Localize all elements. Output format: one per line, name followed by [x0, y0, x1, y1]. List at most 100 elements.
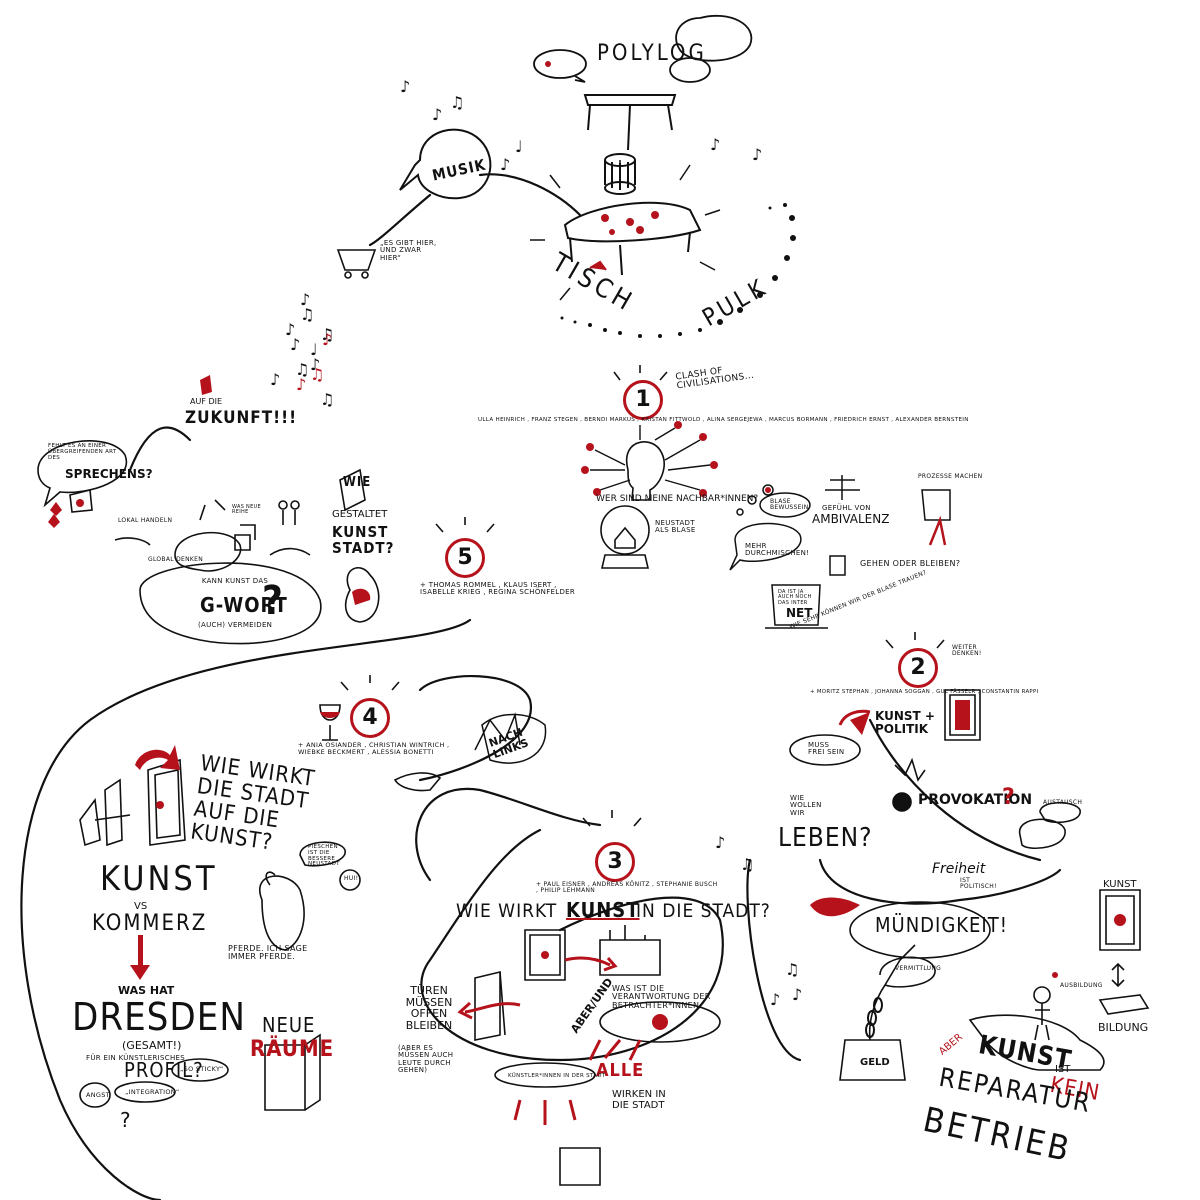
section2-ist: IST	[1055, 1064, 1071, 1075]
section1-gefuehl: GEFÜHL VON	[822, 504, 871, 512]
svg-text:♪: ♪	[792, 985, 802, 1004]
section1-prozess: PROZESSE MACHEN	[918, 473, 983, 480]
section1-internet-bottom: NET	[786, 606, 813, 620]
curve-left-big	[20, 618, 472, 1200]
table-drawing	[563, 94, 702, 276]
section5-g-wort: G-WORT	[200, 593, 288, 617]
snowglobe-drawing	[600, 505, 650, 569]
section1-internet-top: DA IST JA AUCH NOCH DAS INTER	[778, 589, 812, 606]
curve-musik-to-cart	[368, 193, 432, 247]
section4-raeume: RÄUME	[250, 1037, 335, 1062]
section5-drawings	[37, 440, 380, 645]
section4-profil: PROFIL?	[124, 1058, 204, 1082]
section1-participants: ULLA HEINRICH , FRANZ STEGEN , BERNDI MA…	[478, 417, 969, 423]
section2-wie-wollen: WIE WOLLEN WIR	[790, 794, 822, 817]
section2-muendigkeit: MÜNDIGKEIT!	[875, 913, 1008, 937]
section3-alle: ALLE	[596, 1060, 645, 1081]
section2-drawings	[789, 689, 1150, 1081]
section5-participants: + THOMAS ROMMEL , KLAUS ISERT , ISABELLE…	[420, 581, 576, 597]
section5-question-mark: ?	[262, 578, 284, 624]
section2-geld: GELD	[860, 1057, 890, 1068]
svg-text:♩: ♩	[310, 340, 318, 359]
section4-gesamt: (GESAMT!)	[122, 1039, 182, 1052]
section2-red	[810, 700, 1126, 978]
section4-was-hat: WAS HAT	[118, 984, 175, 997]
section3-tueren: TÜREN MÜSSEN OFFEN BLEIBEN	[405, 984, 453, 1032]
curve-center-left	[415, 787, 602, 882]
section4-red	[130, 712, 549, 980]
curve-center	[420, 828, 724, 1062]
section5-wie: WIE	[343, 475, 372, 490]
section5-lokal: LOKAL HANDELN	[118, 517, 173, 524]
section2-freiheit: Freiheit	[932, 861, 986, 877]
section3-title-c: IN DIE STADT?	[636, 900, 771, 922]
svg-text:♫: ♫	[740, 855, 754, 874]
section2-vermittlung: VERMITTLUNG	[895, 965, 942, 972]
section1-blase: BLASE BEWUSSEIN	[770, 498, 809, 512]
svg-text:♪: ♪	[290, 335, 300, 354]
section4-pferde: PFERDE. ICH SAGE IMMER PFERDE.	[228, 944, 308, 962]
section5-red	[48, 375, 371, 605]
svg-text:♪: ♪	[432, 105, 442, 124]
curve-4-right	[418, 675, 533, 782]
section5-number: 5	[445, 538, 485, 578]
head-drawing	[625, 441, 665, 501]
section2-ausbildung: AUSBILDUNG	[1060, 982, 1103, 989]
svg-text:♪: ♪	[310, 355, 320, 374]
section4-pieschen: PIESCHEN IST DIE BESSERE NEUSTADT	[308, 844, 340, 868]
svg-text:♪: ♪	[715, 833, 725, 852]
section4-so-sticky: „SO STICKY“	[180, 1065, 224, 1073]
section5-zukunft-a: AUF DIE	[190, 397, 223, 406]
svg-text:♫: ♫	[300, 305, 314, 324]
section2-provokation-q: ?	[1002, 785, 1015, 810]
musik-bubble-shape	[399, 128, 492, 200]
svg-text:♪: ♪	[300, 290, 310, 309]
section5-neue-reihe: WAS NEUE REIHE	[232, 504, 261, 516]
section1-gehen: GEHEN ODER BLEIBEN?	[860, 559, 961, 568]
number-rays	[340, 365, 945, 827]
svg-text:♪: ♪	[322, 330, 332, 349]
section5-vermeiden: (AUCH) VERMEIDEN	[198, 621, 273, 629]
section5-gestaltet: GESTALTET	[332, 509, 388, 520]
section4-number: 4	[350, 698, 390, 738]
svg-text:♫: ♫	[785, 960, 799, 979]
section4-vs: VS	[134, 901, 148, 912]
section2-frei: MUSS FREI SEIN	[808, 741, 845, 757]
section2-weiter: WEITER DENKEN!	[952, 644, 982, 658]
svg-text:♪: ♪	[296, 375, 306, 394]
bubbles-ambivalenz	[729, 475, 951, 629]
section5-kunst-stadt: KUNST STADT?	[332, 523, 395, 557]
section1-mehr: MEHR DURCHMISCHEN!	[745, 542, 810, 558]
section4-kommerz: KOMMERZ	[92, 911, 208, 936]
cart-drawing	[336, 249, 377, 279]
section1-neustadt: NEUSTADT ALS BLASE	[655, 519, 696, 535]
table-items	[601, 211, 659, 235]
section1-number: 1	[623, 380, 663, 420]
svg-text:♪: ♪	[770, 990, 780, 1009]
section2-kunst: KUNST	[1103, 879, 1137, 890]
svg-text:♫: ♫	[320, 390, 334, 409]
section3-wirken: WIRKEN IN DIE STADT	[612, 1089, 666, 1111]
section3-kuenstler: KÜNSTLER*INNEN IN DER STADT	[508, 1073, 606, 1079]
section4-neue: NEUE	[262, 1013, 316, 1037]
curve-zukunft	[128, 426, 192, 472]
svg-text:♪: ♪	[400, 77, 410, 96]
section2-number: 2	[898, 648, 938, 688]
section5-sprechens: SPRECHENS?	[65, 467, 153, 481]
svg-text:♫: ♫	[450, 93, 464, 112]
section4-question-mark: ?	[120, 1108, 131, 1132]
curve-2-right	[868, 718, 1042, 862]
section4-hui: HUI!	[344, 875, 359, 882]
section4-kunst: KUNST	[100, 859, 218, 899]
cart-quote: „ES GIBT HIER, UND ZWAR HIER“	[380, 239, 437, 262]
section2-bildung: BILDUNG	[1098, 1021, 1149, 1034]
svg-text:♪: ♪	[285, 320, 295, 339]
section2-provokation: PROVOKATION	[918, 792, 1033, 808]
section3-title-a: WIE WIRKT	[456, 900, 558, 922]
section5-kann: KANN KUNST DAS	[201, 577, 269, 585]
section4-wie-wirkt: WIE WIRKT DIE STADT AUF DIE KUNST?	[189, 751, 317, 857]
section3-participants: + PAUL EISNER , ANDREAS KÖNITZ , STEPHAN…	[536, 881, 718, 895]
section5-global: GLOBAL DENKEN	[148, 556, 203, 563]
